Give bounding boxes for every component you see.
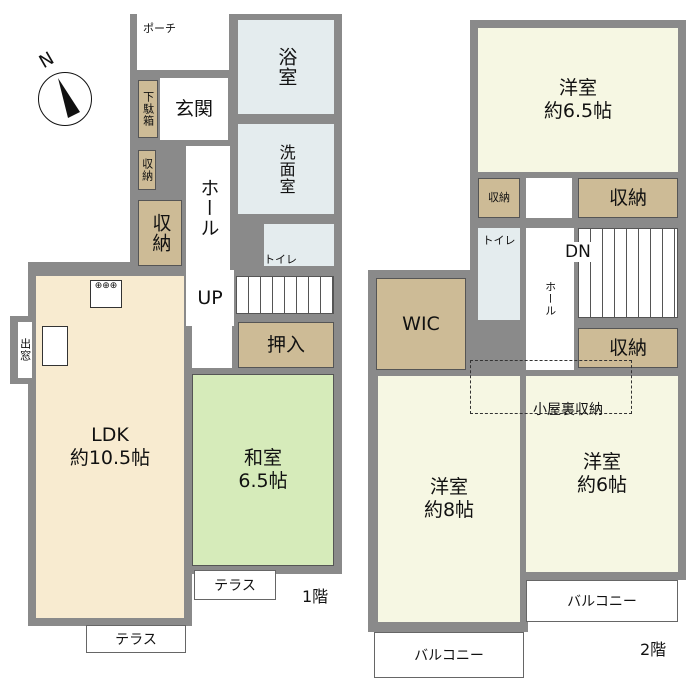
- porch: ポーチ: [137, 14, 229, 70]
- hall: ホール: [186, 146, 230, 270]
- sink-icon: [42, 326, 68, 366]
- hall-door: [526, 178, 572, 218]
- toilet: トイレ: [264, 224, 334, 266]
- compass-needle-icon: [58, 78, 80, 118]
- stairs-up[interactable]: [236, 276, 334, 314]
- genkan: 玄関: [160, 78, 228, 140]
- storage-north: 収納: [578, 178, 678, 218]
- storage-small: 収納: [478, 178, 520, 218]
- attic-storage-label: 小屋裏収納: [533, 402, 603, 418]
- attic-storage: [470, 360, 632, 414]
- wic: WIC: [376, 278, 466, 370]
- room-west: 洋室約8帖: [378, 376, 520, 622]
- storage: 収納: [138, 200, 182, 266]
- storage-south: 収納: [578, 328, 678, 368]
- compass: [38, 72, 92, 126]
- floor-2-label: 2階: [640, 640, 667, 659]
- hall-lower: UP: [186, 270, 234, 326]
- bath: 浴室: [238, 20, 334, 114]
- closet-corridor: [192, 322, 232, 368]
- terrace: テラス: [86, 625, 186, 653]
- terrace: テラス: [194, 570, 276, 600]
- room-north: 洋室約6.5帖: [478, 28, 678, 172]
- stove-icon: ⊕⊕⊕: [90, 280, 122, 308]
- toilet: トイレ: [478, 228, 520, 320]
- balcony: バルコニー: [374, 632, 524, 678]
- balcony: バルコニー: [526, 580, 678, 622]
- north-label: N: [35, 48, 58, 73]
- stairs-label: DN: [565, 242, 591, 262]
- bay-window: 出窓: [18, 322, 32, 378]
- shoe-box: 下駄箱: [138, 80, 158, 138]
- stairs-down[interactable]: [578, 228, 678, 318]
- washroom: 洗面室: [238, 124, 334, 214]
- closet: 押入: [238, 322, 334, 368]
- floor-1-label: 1階: [302, 587, 329, 606]
- storage-small: 収納: [138, 150, 156, 190]
- room-east: 洋室約6帖: [526, 376, 678, 572]
